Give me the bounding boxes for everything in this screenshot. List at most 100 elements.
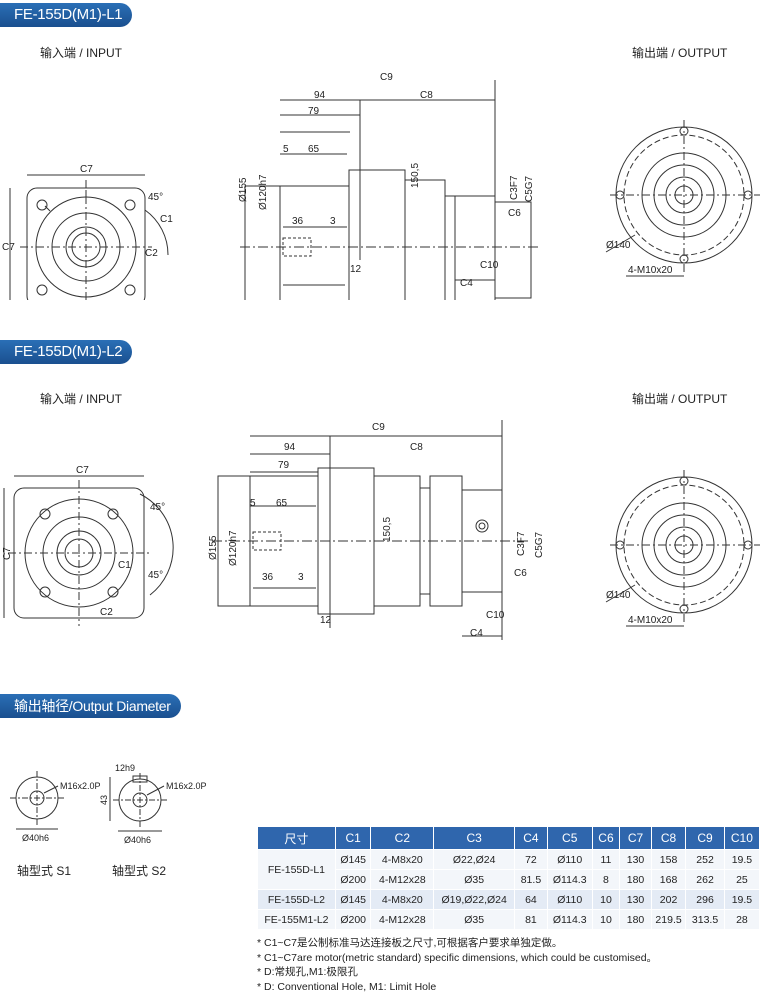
note-line: * D:常规孔,M1:极限孔: [257, 965, 657, 980]
table-row: FE-155M1-L2 Ø200 4-M12x28 Ø35 81 Ø114.3 …: [258, 910, 760, 930]
dim-140-l2: Ø140: [606, 590, 631, 601]
table-cell: Ø35: [434, 910, 515, 930]
col-header: 尺寸: [258, 827, 336, 850]
dim-c4-l1: C4: [460, 278, 473, 289]
table-cell: 168: [651, 870, 685, 890]
dim-c2-l2: C2: [100, 607, 113, 618]
dim-12-l1: 12: [350, 264, 362, 275]
table-cell: Ø200: [335, 870, 371, 890]
table-cell: 252: [686, 850, 725, 870]
table-cell: 72: [515, 850, 548, 870]
col-header: C5: [547, 827, 592, 850]
table-cell: 64: [515, 890, 548, 910]
output-label-l1: 输出端 / OUTPUT: [632, 44, 727, 61]
col-header: C10: [724, 827, 759, 850]
dim-94-l1: 94: [314, 90, 326, 101]
dim-120-l1: Ø120h7: [258, 174, 269, 210]
dim-45a-l2: 45°: [150, 502, 165, 513]
output-diameter-title: 输出轴径/Output Diameter: [0, 694, 181, 718]
dim-12-l2: 12: [320, 615, 332, 626]
dim-c6-l1: C6: [508, 208, 521, 219]
table-cell: 130: [620, 890, 652, 910]
table-cell: 130: [620, 850, 652, 870]
input-label-l1: 输入端 / INPUT: [40, 44, 122, 61]
drawing-l1: C7 C7 C1 C2 45° C9 94 C8 79 5 65 36 3 12…: [0, 60, 760, 300]
dim-c9-l1: C9: [380, 72, 393, 83]
shaft-s1-label: 轴型式 S1: [17, 862, 71, 879]
note-line: * C1~C7are motor(metric standard) specif…: [257, 951, 657, 966]
table-cell: 180: [620, 870, 652, 890]
shaft-s2-label: 轴型式 S2: [112, 862, 166, 879]
dim-m10-l1: 4-M10x20: [628, 265, 673, 276]
spec-table: 尺寸 C1 C2 C3 C4 C5 C6 C7 C8 C9 C10 FE-155…: [257, 826, 760, 930]
table-cell: Ø114.3: [547, 870, 592, 890]
dim-150-l1: 150,5: [410, 163, 421, 188]
table-cell: 10: [592, 890, 620, 910]
table-cell: 219.5: [651, 910, 685, 930]
col-header: C6: [592, 827, 620, 850]
dim-36-l1: 36: [292, 216, 304, 227]
shaft-s1-dia: Ø40h6: [22, 833, 49, 843]
input-label-l2: 输入端 / INPUT: [40, 390, 122, 407]
dim-c10-l1: C10: [480, 260, 499, 271]
table-cell: 11: [592, 850, 620, 870]
table-cell: 28: [724, 910, 759, 930]
col-header: C8: [651, 827, 685, 850]
shaft-s2-dia: Ø40h6: [124, 835, 151, 845]
table-cell: 4-M12x28: [371, 870, 434, 890]
dim-5-l2: 5: [250, 498, 256, 509]
note-line: * C1~C7是公制标准马达连接板之尺寸,可根据客户要求单独定做。: [257, 936, 657, 951]
table-cell: 262: [686, 870, 725, 890]
dim-c8-l1: C8: [420, 90, 433, 101]
table-cell: 180: [620, 910, 652, 930]
table-cell: 25: [724, 870, 759, 890]
table-cell: 202: [651, 890, 685, 910]
col-header: C2: [371, 827, 434, 850]
dim-79-l1: 79: [308, 106, 320, 117]
dim-c7-top-l2: C7: [76, 465, 89, 476]
table-cell: Ø200: [335, 910, 371, 930]
table-cell: 10: [592, 910, 620, 930]
dim-155-l2: Ø155: [208, 535, 219, 560]
dim-65-l1: 65: [308, 144, 320, 155]
dim-79-l2: 79: [278, 460, 290, 471]
shaft-s2-thread: M16x2.0P: [166, 781, 207, 791]
table-cell: 19.5: [724, 850, 759, 870]
table-row: FE-155D-L1 Ø145 4-M8x20 Ø22,Ø24 72 Ø110 …: [258, 850, 760, 870]
col-header: C1: [335, 827, 371, 850]
dim-36-l2: 36: [262, 572, 274, 583]
shaft-s2-height: 43: [99, 795, 109, 805]
dim-c5-l2: C5G7: [534, 531, 545, 558]
dim-3-l2: 3: [298, 572, 304, 583]
col-header: C9: [686, 827, 725, 850]
dim-c1-l1: C1: [160, 214, 173, 225]
table-cell: Ø145: [335, 850, 371, 870]
dim-c7-side-l2: C7: [2, 547, 13, 560]
dim-c7-top-l1: C7: [80, 164, 93, 175]
cell-model: FE-155D-L2: [258, 890, 336, 910]
table-cell: Ø35: [434, 870, 515, 890]
table-cell: 81.5: [515, 870, 548, 890]
table-row: FE-155D-L2 Ø145 4-M8x20 Ø19,Ø22,Ø24 64 Ø…: [258, 890, 760, 910]
notes: * C1~C7是公制标准马达连接板之尺寸,可根据客户要求单独定做。 * C1~C…: [257, 936, 657, 994]
table-cell: Ø145: [335, 890, 371, 910]
table-cell: Ø22,Ø24: [434, 850, 515, 870]
dim-c7-side-l1: C7: [2, 242, 15, 253]
note-line: * D: Conventional Hole, M1: Limit Hole: [257, 980, 657, 994]
dim-140-l1: Ø140: [606, 240, 631, 251]
dim-5-l1: 5: [283, 144, 289, 155]
output-label-l2: 输出端 / OUTPUT: [632, 390, 727, 407]
table-cell: Ø110: [547, 850, 592, 870]
dim-c1-l2: C1: [118, 560, 131, 571]
table-cell: 4-M8x20: [371, 890, 434, 910]
dim-c4-l2: C4: [470, 628, 483, 639]
table-cell: 4-M8x20: [371, 850, 434, 870]
table-cell: Ø110: [547, 890, 592, 910]
dim-c10-l2: C10: [486, 610, 505, 621]
section-title-l1: FE-155D(M1)-L1: [0, 3, 132, 27]
table-cell: 19.5: [724, 890, 759, 910]
table-cell: Ø114.3: [547, 910, 592, 930]
shaft-s2-key: 12h9: [115, 763, 135, 773]
dim-150-l2: 150,5: [382, 517, 393, 542]
col-header: C3: [434, 827, 515, 850]
